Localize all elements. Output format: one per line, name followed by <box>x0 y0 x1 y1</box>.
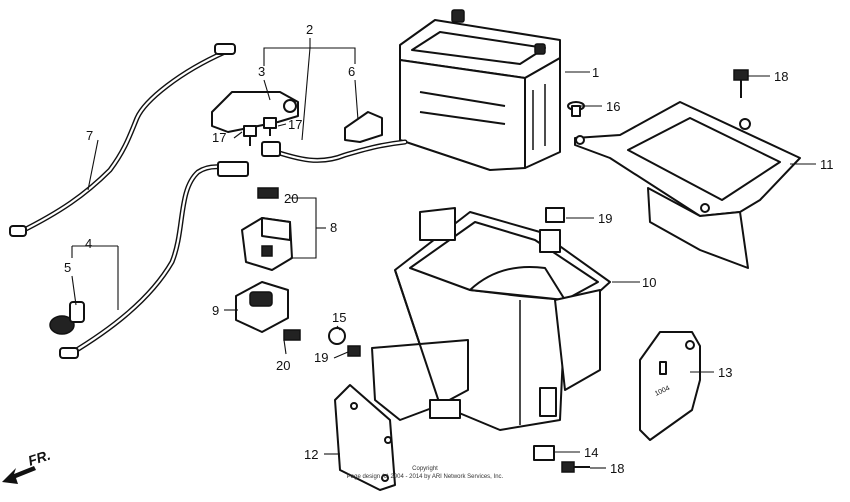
callout-15: 15 <box>332 310 346 325</box>
callout-12: 12 <box>304 447 318 462</box>
callout-17-left: 17 <box>212 130 226 145</box>
callout-20-upper: 20 <box>284 191 298 206</box>
copyright-line-1: Copyright <box>412 466 438 472</box>
callout-10: 10 <box>642 275 656 290</box>
terminal-bolt-right <box>263 117 277 136</box>
terminal-bolt-left <box>243 125 257 146</box>
side-panel: 1004 <box>639 331 701 441</box>
bolt-18-lower <box>561 461 590 473</box>
clip-14 <box>533 445 555 461</box>
callout-20-lower: 20 <box>276 358 290 373</box>
front-direction-indicator: FR. <box>2 447 52 484</box>
battery-box <box>371 207 611 431</box>
fuse-upper <box>257 187 279 199</box>
copyright-notice: Copyright Page design (c) 2004 - 2014 by… <box>347 466 504 480</box>
front-label: FR. <box>26 447 52 469</box>
starter-cable <box>261 139 408 163</box>
callout-19-lower: 19 <box>314 350 328 365</box>
negative-cable <box>9 43 236 237</box>
clip-19-lower <box>347 345 361 357</box>
callout-7: 7 <box>86 128 93 143</box>
copyright-line-2: Page design (c) 2004 - 2014 by ARI Netwo… <box>347 474 504 480</box>
callout-9: 9 <box>212 303 219 318</box>
starter-relay <box>241 217 293 271</box>
fuse-lower <box>283 329 301 341</box>
callout-6: 6 <box>348 64 355 79</box>
bolt-18-upper <box>733 69 749 98</box>
terminal-cap <box>49 301 85 335</box>
terminal-boot <box>344 111 383 143</box>
callout-1: 1 <box>592 65 599 80</box>
callout-18-lower: 18 <box>610 461 624 476</box>
callout-labels: 1 2 3 4 5 6 7 8 9 10 11 12 13 14 15 16 1… <box>64 22 834 476</box>
grommet-16 <box>567 101 585 117</box>
clip-nut-15 <box>328 327 346 345</box>
callout-11: 11 <box>820 157 834 172</box>
callout-16: 16 <box>606 99 620 114</box>
callout-5: 5 <box>64 260 71 275</box>
callout-13: 13 <box>718 365 732 380</box>
relay-mount <box>235 281 289 333</box>
callout-19-upper: 19 <box>598 211 612 226</box>
callout-3: 3 <box>258 64 265 79</box>
arrow-icon <box>2 466 36 484</box>
cover-plate <box>334 384 396 491</box>
clip-19-upper <box>545 207 565 223</box>
callout-8: 8 <box>330 220 337 235</box>
callout-18-upper: 18 <box>774 69 788 84</box>
callout-4: 4 <box>85 236 92 251</box>
battery <box>399 9 561 171</box>
callout-2: 2 <box>306 22 313 37</box>
callout-17-right: 17 <box>288 117 302 132</box>
positive-cable <box>59 161 249 359</box>
callout-14: 14 <box>584 445 598 460</box>
leader-lines <box>71 38 816 469</box>
battery-holder-plate <box>574 101 801 269</box>
